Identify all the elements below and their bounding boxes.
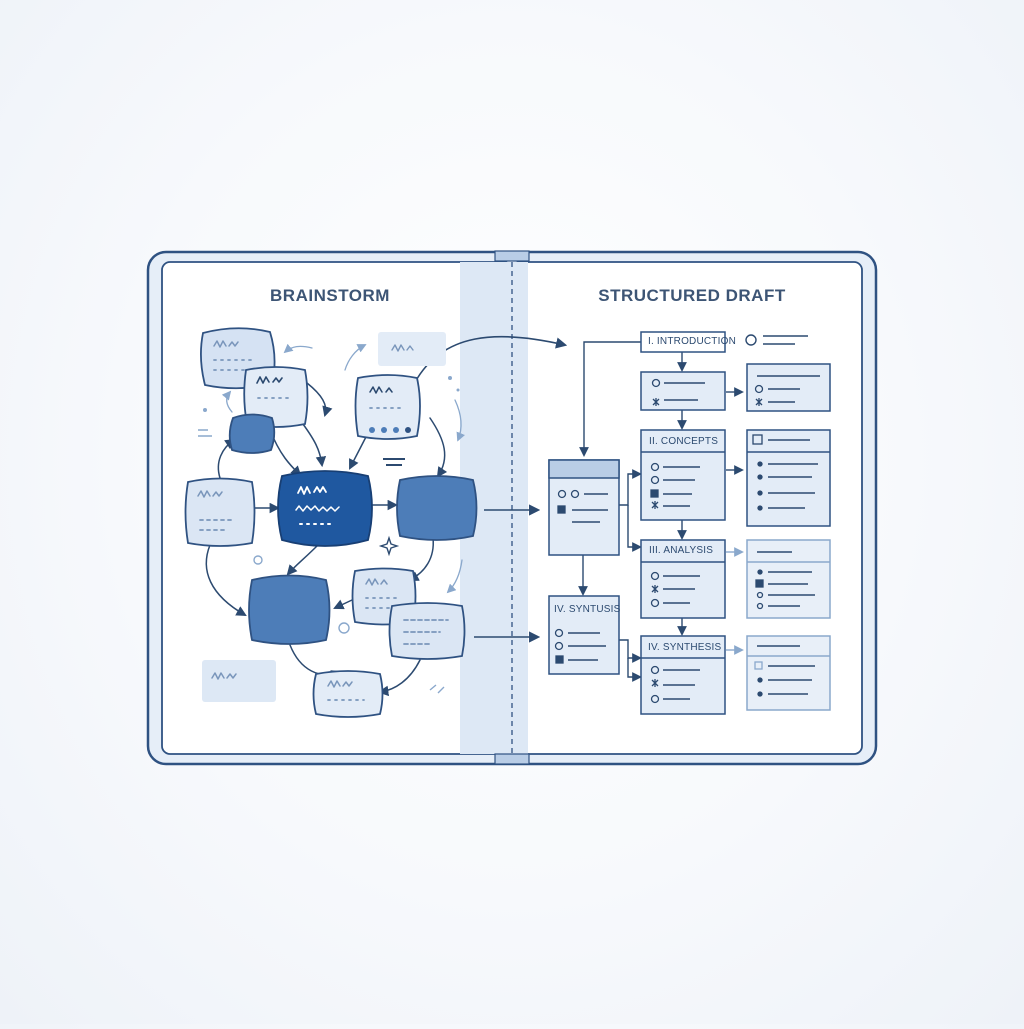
- side-card-label: IV. SYNTUSIS: [554, 604, 621, 615]
- arrow: [429, 417, 448, 478]
- section-label-introduction: I. INTRODUCTION: [648, 336, 736, 347]
- arrow-light: [283, 343, 313, 354]
- note-card: [312, 670, 384, 718]
- arrow-light: [454, 399, 465, 442]
- section-label-synthesis: IV. SYNTHESIS: [648, 642, 722, 653]
- section-label-concepts: II. CONCEPTS: [649, 436, 719, 447]
- arrow-light: [221, 390, 233, 413]
- note-card: [388, 602, 466, 660]
- arrow: [333, 599, 353, 610]
- transfer-arrows: [474, 504, 541, 643]
- arrow-light: [344, 344, 367, 371]
- brainstorm-heading: BRAINSTORM: [270, 286, 390, 305]
- arrow: [286, 544, 319, 576]
- loose-note: [202, 660, 276, 702]
- arrow: [377, 659, 421, 697]
- note-card: [243, 366, 309, 428]
- filled-node: [396, 475, 478, 541]
- card-contents: [554, 375, 820, 704]
- arrow-light: [446, 559, 463, 594]
- card-synthesis: [640, 635, 726, 715]
- card-analysis-right: [746, 539, 831, 619]
- square-bullet-icon: [752, 434, 763, 445]
- node-dots: [369, 427, 411, 466]
- filled-node: [228, 413, 276, 454]
- asterisk-bullet-icon: [652, 398, 660, 406]
- sparkle-icon: [198, 376, 460, 694]
- section-label-analysis: III. ANALYSIS: [649, 545, 714, 556]
- scribbles: [197, 340, 449, 701]
- note-card: [354, 374, 421, 440]
- spine-tab-top: [494, 250, 530, 262]
- circle-bullet-icon: [745, 334, 757, 346]
- intro-label-box: [640, 331, 726, 353]
- structured-draft-heading: STRUCTURED DRAFT: [598, 286, 786, 305]
- arrow-to-draft: [411, 335, 568, 389]
- spine-tab-bottom: [494, 753, 530, 765]
- arrow: [205, 544, 247, 617]
- card-synthesis-right: [746, 635, 831, 711]
- circle-bullet-icon: [651, 378, 661, 388]
- note-card: [184, 477, 256, 547]
- outline-connectors: [578, 341, 744, 682]
- arrow: [306, 382, 333, 418]
- filled-node: [248, 574, 331, 645]
